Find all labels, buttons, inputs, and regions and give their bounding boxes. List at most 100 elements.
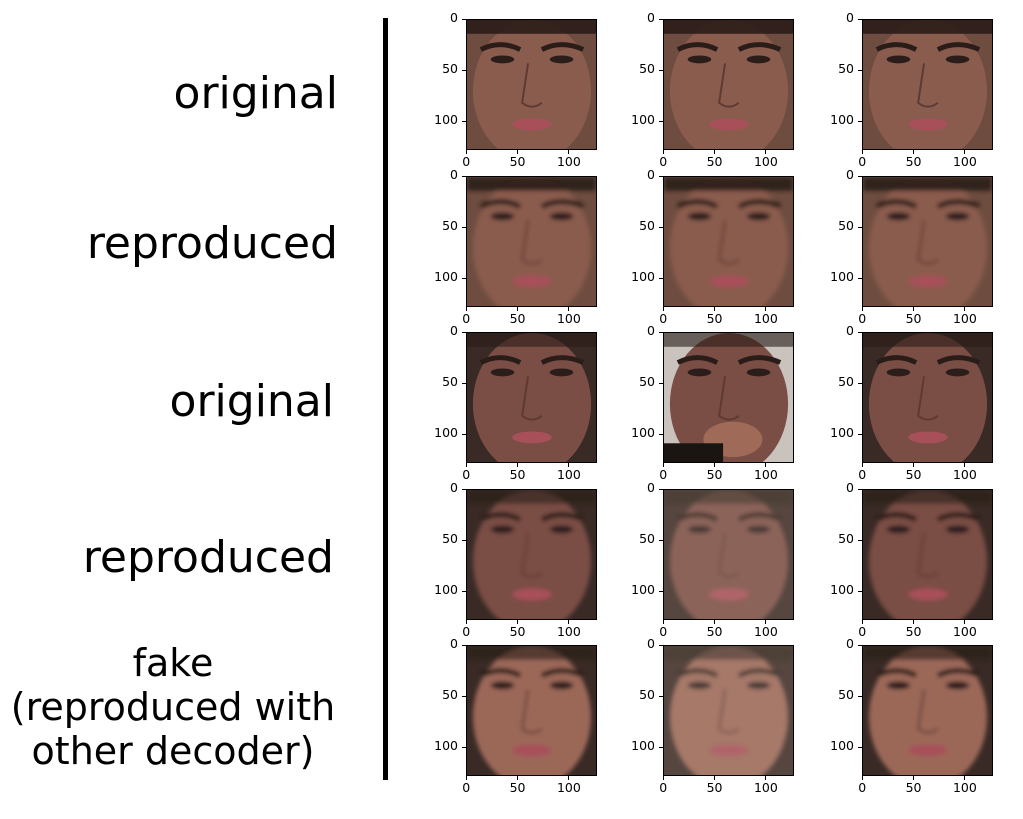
y-tick-label: 0 <box>647 323 655 338</box>
y-tick-mark <box>462 489 466 490</box>
y-tick-mark <box>462 19 466 20</box>
x-tick-label: 50 <box>905 780 922 795</box>
y-tick-label: 50 <box>442 374 458 390</box>
y-tick-label: 0 <box>647 167 655 182</box>
x-tick-mark <box>862 776 863 780</box>
y-tick-label: 0 <box>450 323 458 338</box>
x-tick-mark <box>466 776 467 780</box>
y-tick-mark <box>659 645 663 646</box>
x-tick-mark <box>517 776 519 780</box>
x-tick-mark <box>913 307 915 311</box>
y-tick-label: 50 <box>639 61 655 77</box>
x-tick-label: 50 <box>706 154 723 169</box>
row-label-reproduced-1: reproduced <box>86 218 338 269</box>
x-tick-label: 100 <box>556 154 581 169</box>
x-tick-mark <box>765 150 767 154</box>
y-tick-label: 50 <box>838 61 854 77</box>
y-tick-label: 50 <box>838 218 854 234</box>
y-tick-mark <box>858 696 862 698</box>
face-image-r2c1 <box>466 176 597 307</box>
x-tick-label: 50 <box>509 624 526 639</box>
x-tick-mark <box>913 620 915 624</box>
y-tick-label: 50 <box>639 531 655 547</box>
x-tick-mark <box>568 150 570 154</box>
face-image-r1c3 <box>862 19 993 150</box>
y-tick-mark <box>659 591 663 593</box>
x-tick-mark <box>714 463 716 467</box>
face-image-r4c1 <box>466 489 597 620</box>
y-tick-mark <box>858 591 862 593</box>
y-tick-mark <box>462 645 466 646</box>
y-tick-label: 0 <box>846 167 854 182</box>
y-tick-label: 50 <box>838 374 854 390</box>
x-tick-label: 100 <box>753 624 778 639</box>
x-tick-mark <box>714 307 716 311</box>
x-tick-mark <box>862 307 863 311</box>
x-tick-label: 100 <box>556 311 581 326</box>
x-tick-label: 50 <box>706 311 723 326</box>
y-tick-mark <box>858 70 862 72</box>
y-tick-label: 50 <box>442 61 458 77</box>
y-tick-label: 100 <box>434 738 458 754</box>
fake-label-line-3: other decoder) <box>31 729 315 773</box>
x-tick-label: 100 <box>753 154 778 169</box>
y-tick-label: 50 <box>442 531 458 547</box>
x-tick-label: 50 <box>905 624 922 639</box>
y-tick-mark <box>858 332 862 333</box>
x-tick-label: 50 <box>905 311 922 326</box>
y-tick-mark <box>659 278 663 280</box>
x-tick-mark <box>714 620 716 624</box>
y-tick-label: 100 <box>434 425 458 441</box>
x-tick-label: 100 <box>952 467 977 482</box>
y-tick-label: 100 <box>830 269 854 285</box>
y-tick-label: 0 <box>846 636 854 651</box>
y-tick-label: 0 <box>450 480 458 495</box>
y-tick-label: 100 <box>434 269 458 285</box>
x-tick-label: 100 <box>753 311 778 326</box>
y-tick-mark <box>462 591 466 593</box>
x-tick-mark <box>862 620 863 624</box>
row-label-reproduced-2: reproduced <box>82 532 334 583</box>
x-tick-label: 100 <box>556 780 581 795</box>
y-tick-mark <box>462 696 466 698</box>
y-tick-mark <box>659 227 663 229</box>
y-tick-label: 100 <box>830 738 854 754</box>
x-tick-mark <box>765 776 767 780</box>
x-tick-mark <box>568 307 570 311</box>
fake-label-line-2: (reproduced with <box>10 685 336 729</box>
y-tick-label: 50 <box>639 374 655 390</box>
x-tick-mark <box>466 150 467 154</box>
row-label-fake: fake (reproduced with other decoder) <box>0 641 346 773</box>
x-tick-label: 0 <box>858 154 867 169</box>
x-tick-label: 50 <box>509 780 526 795</box>
face-image-r2c2 <box>663 176 794 307</box>
face-image-r3c1 <box>466 332 597 463</box>
y-tick-mark <box>659 176 663 177</box>
face-image-r1c1 <box>466 19 597 150</box>
y-tick-mark <box>659 332 663 333</box>
x-tick-label: 0 <box>858 780 867 795</box>
y-tick-label: 0 <box>450 10 458 25</box>
y-tick-mark <box>858 540 862 542</box>
row-label-original-2: original <box>169 376 334 427</box>
y-tick-mark <box>659 383 663 385</box>
row-label-original-1: original <box>173 68 338 119</box>
x-tick-mark <box>964 307 966 311</box>
x-tick-label: 50 <box>509 467 526 482</box>
y-tick-mark <box>858 747 862 749</box>
x-tick-label: 100 <box>952 780 977 795</box>
y-tick-mark <box>462 121 466 123</box>
x-tick-mark <box>517 307 519 311</box>
y-tick-mark <box>858 434 862 436</box>
x-tick-mark <box>517 620 519 624</box>
x-tick-mark <box>663 776 664 780</box>
x-tick-mark <box>964 463 966 467</box>
y-tick-label: 50 <box>838 531 854 547</box>
x-tick-label: 0 <box>659 780 668 795</box>
y-tick-mark <box>858 227 862 229</box>
y-tick-mark <box>858 121 862 123</box>
y-tick-label: 100 <box>830 425 854 441</box>
x-tick-label: 50 <box>706 624 723 639</box>
x-tick-mark <box>765 307 767 311</box>
x-tick-mark <box>466 620 467 624</box>
